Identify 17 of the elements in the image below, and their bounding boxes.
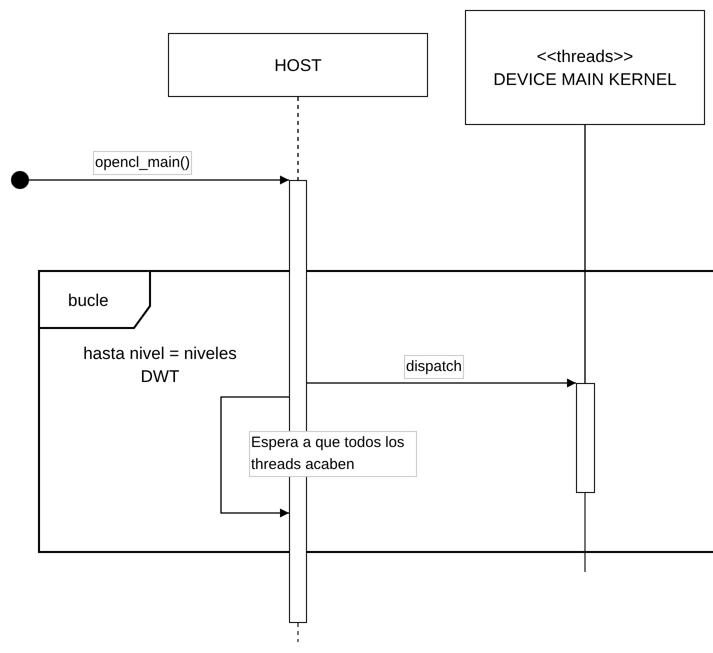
loop-condition: hasta nivel = niveles DWT — [82, 343, 238, 388]
participant-box — [168, 33, 428, 97]
loop-frame — [38, 270, 713, 553]
activation-bar — [576, 383, 595, 493]
lifeline — [297, 97, 299, 180]
participant-name: HOST — [273, 54, 323, 76]
message-arrow — [29, 176, 289, 184]
message-arrow — [307, 378, 576, 388]
participant-box — [465, 10, 705, 125]
edge-label: opencl_main() — [93, 151, 192, 175]
frame-label: bucle — [68, 290, 109, 312]
edge-label: Espera a que todos los threads acaben — [249, 431, 417, 477]
message-arrow — [220, 396, 289, 518]
lifeline — [584, 125, 586, 383]
participant-name: DEVICE MAIN KERNEL — [492, 68, 678, 90]
edge-label: dispatch — [404, 355, 464, 379]
stereotype-label: <<threads>> — [536, 46, 634, 68]
